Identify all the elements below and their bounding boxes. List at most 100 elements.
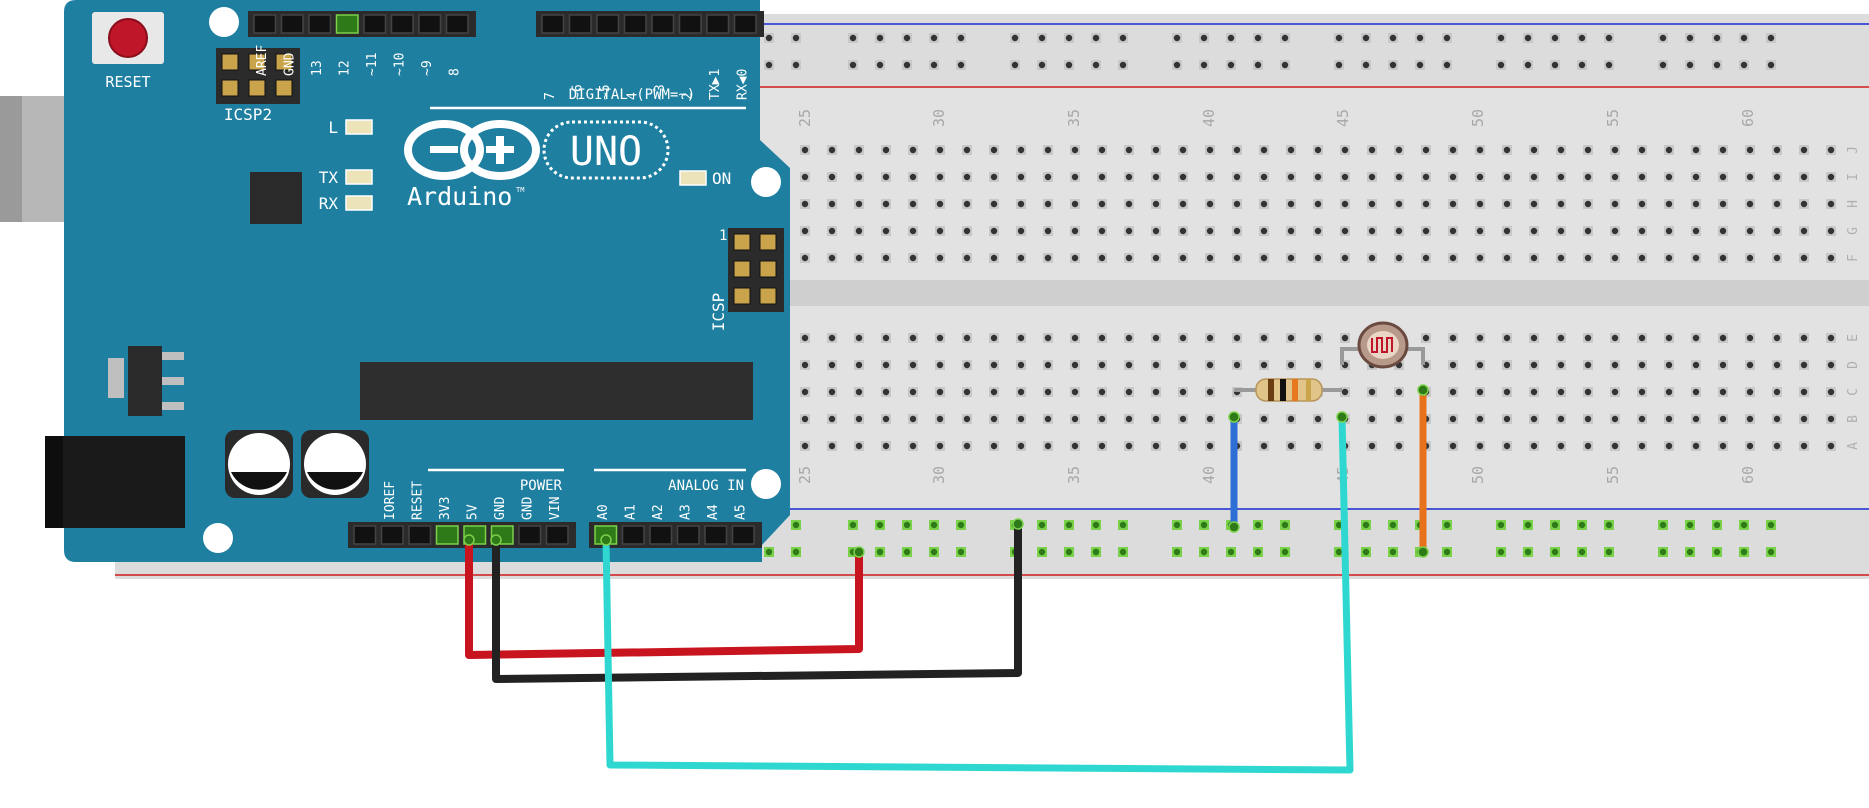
breadboard-hole — [1584, 227, 1592, 235]
digital-pin-label: ~11 — [365, 53, 380, 76]
header-pin[interactable] — [621, 525, 645, 545]
header-pin[interactable] — [731, 525, 755, 545]
header-pin[interactable] — [568, 14, 592, 34]
breadboard-hole — [1287, 254, 1295, 262]
breadboard-hole — [963, 361, 971, 369]
row-letter: C — [1846, 388, 1861, 396]
wire-endpoint — [853, 546, 865, 558]
breadboard-hole — [855, 200, 863, 208]
icsp2-header — [216, 48, 300, 104]
rail-hole — [930, 61, 938, 69]
breadboard-hole — [1017, 442, 1025, 450]
breadboard-hole — [828, 334, 836, 342]
rail-hole — [1092, 34, 1100, 42]
icsp2-label: ICSP2 — [224, 105, 272, 124]
rail-hole — [1011, 61, 1019, 69]
rail-hole — [1038, 548, 1046, 556]
header-pin[interactable] — [706, 14, 730, 34]
breadboard-hole — [1071, 227, 1079, 235]
row-letter: E — [1846, 334, 1861, 342]
wire-endpoint — [1012, 518, 1024, 530]
breadboard-hole — [909, 254, 917, 262]
black-wire — [492, 524, 1022, 683]
wire-endpoint — [463, 534, 475, 546]
breadboard-hole — [1314, 334, 1322, 342]
header-pin[interactable] — [676, 525, 700, 545]
breadboard-hole — [936, 361, 944, 369]
breadboard-hole — [1017, 334, 1025, 342]
header-pin[interactable] — [678, 14, 702, 34]
header-pin[interactable] — [704, 525, 728, 545]
breadboard-hole — [1611, 361, 1619, 369]
breadboard-hole — [1827, 415, 1835, 423]
usb-chip — [250, 172, 302, 224]
breadboard-hole — [1314, 442, 1322, 450]
breadboard-hole — [1260, 442, 1268, 450]
header-pin[interactable] — [353, 525, 377, 545]
breadboard-hole — [1071, 334, 1079, 342]
header-pin[interactable] — [280, 14, 304, 34]
breadboard-hole — [990, 334, 998, 342]
icsp2-pin — [248, 79, 266, 97]
breadboard-hole — [990, 254, 998, 262]
breadboard-hole — [1611, 334, 1619, 342]
breadboard-hole — [1719, 254, 1727, 262]
rail-hole — [1011, 34, 1019, 42]
rail-hole — [1767, 61, 1775, 69]
breadboard-hole — [828, 254, 836, 262]
header-pin[interactable] — [596, 14, 620, 34]
rail-hole — [1065, 61, 1073, 69]
header-pin[interactable] — [308, 14, 332, 34]
header-pin[interactable] — [623, 14, 647, 34]
digital-pin-label: 7 — [543, 92, 558, 100]
power-pin-label: IOREF — [383, 481, 398, 520]
rail-hole — [1443, 521, 1451, 529]
header-pin[interactable] — [335, 14, 359, 34]
rail-hole — [1767, 521, 1775, 529]
header-pin[interactable] — [253, 14, 277, 34]
breadboard-hole — [1719, 146, 1727, 154]
header-pin[interactable] — [435, 525, 459, 545]
header-pin[interactable] — [390, 14, 414, 34]
breadboard-hole — [1449, 173, 1457, 181]
breadboard-hole — [855, 254, 863, 262]
breadboard-hole — [1557, 415, 1565, 423]
rail-hole — [1605, 61, 1613, 69]
rail-hole — [1065, 548, 1073, 556]
breadboard-hole — [1098, 361, 1106, 369]
rail-hole — [1497, 548, 1505, 556]
icsp2-pin — [275, 53, 293, 71]
breadboard-hole — [1287, 442, 1295, 450]
rail-hole — [1524, 521, 1532, 529]
breadboard-hole — [801, 146, 809, 154]
header-pin[interactable] — [418, 14, 442, 34]
header-pin[interactable] — [380, 525, 404, 545]
breadboard-hole — [1800, 254, 1808, 262]
header-pin[interactable] — [363, 14, 387, 34]
rail-hole — [1200, 34, 1208, 42]
digital-pin-label: TX▶1 — [708, 69, 723, 100]
header-pin[interactable] — [408, 525, 432, 545]
reset-button[interactable] — [108, 18, 148, 58]
header-pin[interactable] — [649, 525, 673, 545]
breadboard-hole — [1125, 415, 1133, 423]
breadboard-hole — [1557, 173, 1565, 181]
digital-pin-label: 13 — [310, 60, 325, 76]
analog-pin-label: A5 — [734, 504, 749, 520]
rail-hole — [1740, 548, 1748, 556]
header-pin[interactable] — [651, 14, 675, 34]
header-pin[interactable] — [445, 14, 469, 34]
breadboard-hole — [1395, 227, 1403, 235]
rail-hole — [1254, 61, 1262, 69]
header-pin[interactable] — [545, 525, 569, 545]
rail-hole — [903, 61, 911, 69]
header-pin[interactable] — [518, 525, 542, 545]
header-pin[interactable] — [541, 14, 565, 34]
breadboard-hole — [882, 173, 890, 181]
header-pin[interactable] — [733, 14, 757, 34]
breadboard-hole — [1557, 442, 1565, 450]
breadboard-hole — [1827, 146, 1835, 154]
breadboard-hole — [1152, 173, 1160, 181]
breadboard-hole — [963, 388, 971, 396]
